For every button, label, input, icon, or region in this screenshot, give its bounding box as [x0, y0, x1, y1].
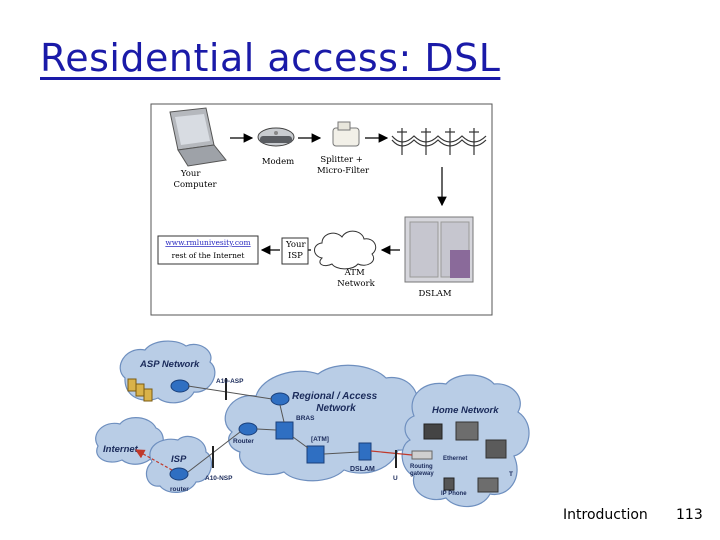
laptop-home-icon	[477, 477, 499, 493]
atm-cloud-icon	[314, 230, 377, 270]
regional-line2: Network	[316, 403, 356, 414]
top-dsl-diagram: Your Computer Modem Splitter + Micro-Fil…	[150, 103, 493, 316]
a10-asp-label: A10-ASP	[216, 378, 244, 385]
your-computer-line1: Your	[180, 169, 201, 179]
page-number: 113	[676, 507, 703, 523]
laptop-icon	[169, 107, 227, 167]
routing-gateway-label: Routing gateway	[410, 464, 434, 477]
modem-icon	[257, 127, 295, 147]
asp-router-icon	[170, 379, 190, 393]
routing-gateway-icon	[411, 450, 433, 460]
router-icon	[238, 422, 258, 436]
dslam-top-label: DSLAM	[418, 289, 451, 299]
atm-line2: Network	[337, 279, 375, 289]
tv-icon	[423, 423, 443, 440]
dslam-bottom-label: DSLAM	[350, 466, 375, 473]
rest-of-internet-label: rest of the Internet	[172, 251, 245, 260]
internet-label: Internet	[103, 444, 139, 455]
regional-line1: Regional / Access	[292, 391, 378, 402]
dslam-device-icon	[358, 442, 372, 461]
isp-cloud	[145, 435, 213, 493]
atm-network-top-label: ATM Network	[337, 268, 375, 289]
bras-label: BRAS	[296, 415, 315, 422]
bottom-dsl-diagram: ASP Network Regional / Access Network BR…	[95, 340, 530, 508]
home-network-label: Home Network	[432, 405, 499, 416]
telephone-poles-icon	[391, 128, 487, 155]
asp-network-cloud	[119, 340, 216, 404]
isp-router-label: router	[170, 486, 189, 493]
switch-icon	[275, 421, 294, 440]
ethernet-label: Ethernet	[443, 456, 467, 462]
splitter-label: Splitter + Micro-Filter	[317, 155, 370, 176]
dslam-cabinet-icon	[404, 216, 474, 283]
server-stack-icon	[127, 378, 153, 402]
isp-line2: ISP	[288, 251, 303, 261]
splitter-icon	[332, 121, 360, 147]
modem-label: Modem	[262, 157, 294, 167]
u-label: U	[393, 475, 398, 482]
your-computer-line2: Computer	[173, 180, 217, 190]
atm-switch-icon	[306, 445, 325, 464]
page-title: Residential access: DSL	[40, 36, 501, 80]
your-computer-label: Your Computer	[173, 169, 217, 190]
t-label: T	[509, 471, 513, 478]
atm-label: [ATM]	[311, 436, 329, 443]
asp-network-label: ASP Network	[139, 359, 200, 370]
regional-access-label: Regional / Access Network	[292, 391, 380, 414]
pc-icon	[455, 421, 479, 441]
website-link[interactable]: www.rmlunivesity.com	[165, 238, 250, 247]
splitter-line1: Splitter +	[320, 155, 362, 165]
home-network-cloud	[401, 374, 530, 508]
isp-router-icon	[169, 467, 189, 481]
ip-phone-icon	[443, 477, 455, 491]
isp-line1: Your	[285, 240, 306, 250]
printer-icon	[485, 439, 507, 459]
router-label: Router	[233, 438, 254, 445]
your-isp-label: Your ISP	[285, 240, 308, 261]
gateway-line1: Routing	[410, 464, 433, 470]
isp-label: ISP	[171, 454, 187, 465]
atm-line1: ATM	[344, 268, 365, 278]
footer-section-label: Introduction	[563, 507, 648, 523]
ip-phone-label: IP Phone	[441, 491, 467, 497]
a10-nsp-label: A10-NSP	[205, 475, 233, 482]
splitter-line2: Micro-Filter	[317, 166, 370, 176]
gateway-line2: gateway	[410, 471, 434, 477]
bras-router-icon	[270, 392, 290, 406]
